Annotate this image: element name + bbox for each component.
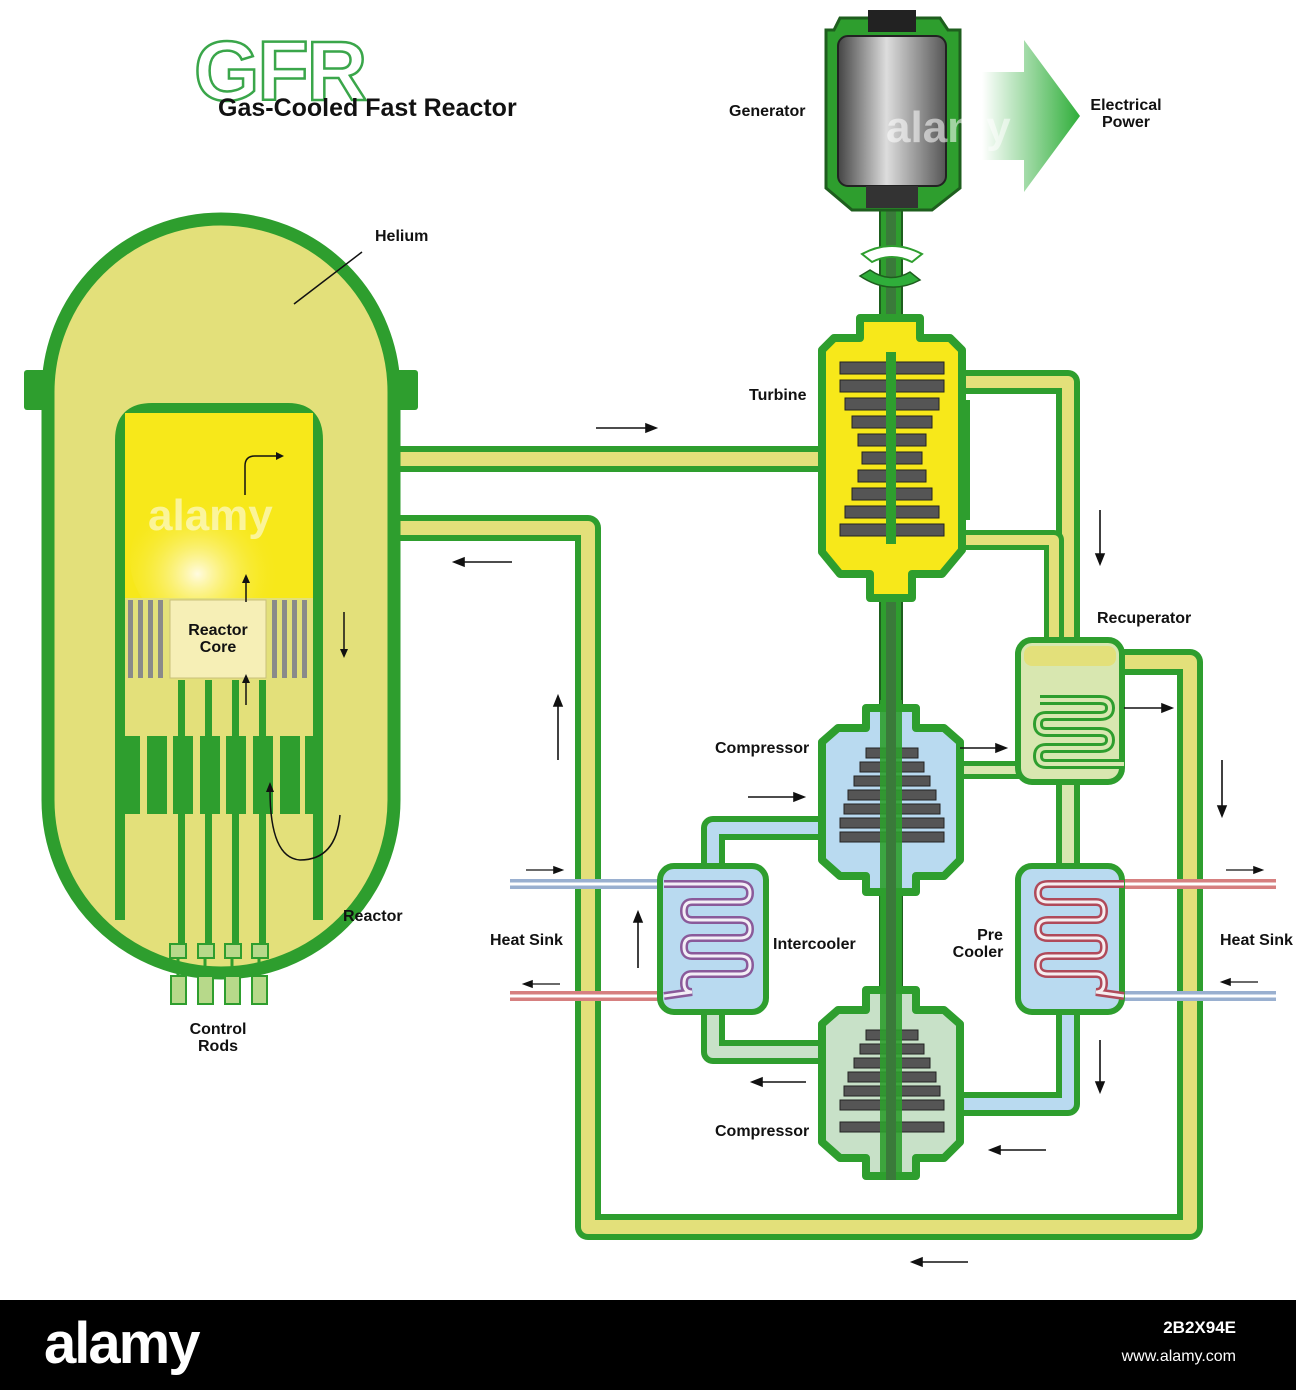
electrical-power-arrow (982, 40, 1080, 192)
label-control-rods-2: Rods (198, 1038, 238, 1055)
label-generator: Generator (729, 103, 805, 120)
label-electrical-power-1: Electrical (1090, 97, 1161, 114)
label-helium: Helium (375, 228, 428, 245)
label-heat-sink-left: Heat Sink (490, 932, 563, 949)
turbine (818, 314, 966, 602)
watermark-center: alamy (148, 491, 273, 540)
footer-bar: alamy 2B2X94E www.alamy.com (0, 1300, 1296, 1390)
recuperator (1015, 637, 1125, 785)
footer-url: www.alamy.com (1121, 1348, 1236, 1365)
intercooler (510, 863, 769, 1015)
label-heat-sink-right: Heat Sink (1220, 932, 1293, 949)
logo-subtitle: Gas-Cooled Fast Reactor (218, 94, 517, 122)
reactor-vessel (24, 212, 418, 1005)
label-turbine: Turbine (749, 387, 807, 404)
label-control-rods-1: Control (190, 1021, 247, 1038)
label-reactor-core-1: Reactor (188, 622, 248, 639)
label-reactor: Reactor (343, 908, 403, 925)
label-reactor-core-2: Core (200, 639, 237, 656)
pre-cooler (1015, 863, 1276, 1015)
watermark-generator: alamy (886, 103, 1011, 152)
gfr-diagram: GFR Gas-Cooled Fast Reactor Generator El… (24, 10, 1293, 1268)
label-compressor-upper: Compressor (715, 740, 809, 757)
footer-brand-logo: alamy (44, 1311, 200, 1376)
label-recuperator: Recuperator (1097, 610, 1191, 627)
generator (824, 10, 962, 288)
footer-image-id: 2B2X94E (1163, 1318, 1236, 1337)
label-intercooler: Intercooler (773, 936, 856, 953)
label-pre-cooler-2: Cooler (953, 944, 1004, 961)
flow-arrows (451, 422, 1265, 1268)
label-compressor-lower: Compressor (715, 1123, 809, 1140)
label-pre-cooler-1: Pre (977, 927, 1003, 944)
label-electrical-power-2: Power (1102, 114, 1150, 131)
logo-mark: GFR (194, 24, 366, 118)
